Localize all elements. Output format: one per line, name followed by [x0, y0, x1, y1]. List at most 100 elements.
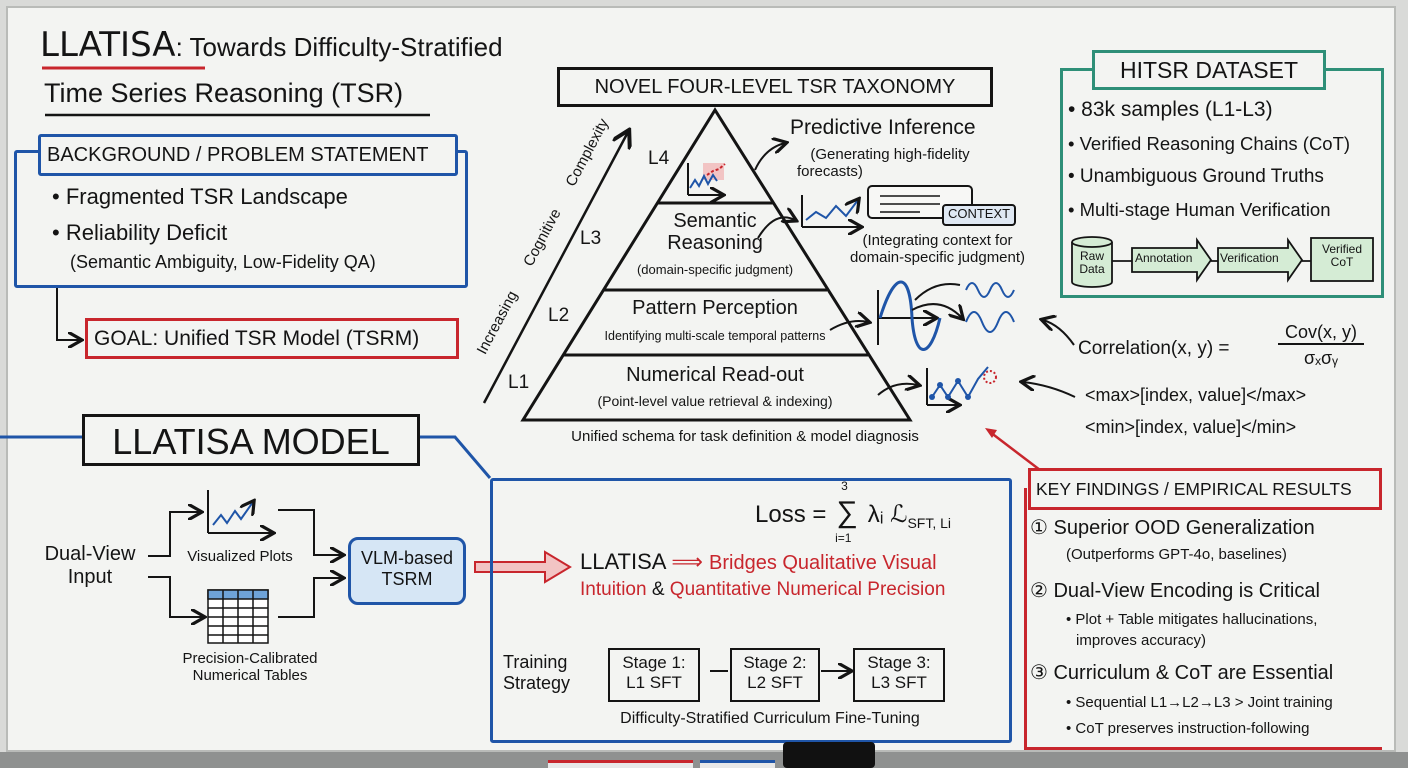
vlm-line: VLM-based [360, 548, 454, 568]
bridge-line-1: LLATISA ⟹ Bridges Qualitative Visual [580, 549, 937, 575]
bridge-part2b: Quantitative Numerical Precision [669, 579, 946, 600]
dataset-bullet: • Unambiguous Ground Truths [1068, 166, 1324, 187]
plots-label: Visualized Plots [187, 548, 293, 565]
finding-1-note: (Outperforms GPT-4o, baselines) [1066, 546, 1287, 563]
level-l2-sub: Identifying multi-scale temporal pattern… [604, 329, 826, 343]
stage-3-box: Stage 3:L3 SFT [853, 648, 945, 702]
level-tag-l3: L3 [580, 228, 602, 249]
level-tag-l2: L2 [548, 305, 570, 326]
level-l1-title: Numerical Read-out [626, 364, 804, 386]
level-l2-title: Pattern Perception [632, 297, 798, 319]
bridge-name: LLATISA [580, 549, 666, 574]
level-tag-l1: L1 [508, 372, 530, 393]
dataset-bullet: • Verified Reasoning Chains (CoT) [1068, 133, 1351, 154]
finding-1-title: ① Superior OOD Generalization [1030, 517, 1315, 539]
pipeline-line: Verified [1321, 242, 1363, 256]
stage-line: Stage 1: [622, 653, 686, 672]
correlation-denominator: σₓσᵧ [1304, 348, 1338, 368]
level-tag-l4: L4 [648, 148, 670, 169]
wave-pattern-icon [877, 280, 1015, 351]
background-note: (Semantic Ambiguity, Low-Fidelity QA) [70, 252, 376, 272]
level-l1-sub: (Point-level value retrieval & indexing) [597, 393, 833, 409]
title-rest: : Towards Difficulty-Stratified [175, 32, 503, 62]
loss-sub: SFT, Li [907, 514, 952, 531]
training-caption: Difficulty-Stratified Curriculum Fine-Tu… [620, 710, 920, 727]
loss-prefix: Loss = [755, 501, 827, 528]
l4-side-title: Predictive Inference [790, 116, 976, 139]
sum-lower: i=1 [835, 531, 852, 545]
stage-2-box: Stage 2:L2 SFT [730, 648, 820, 702]
tables-label-line: Numerical Tables [192, 667, 308, 685]
background-heading: BACKGROUND / PROBLEM STATEMENT [38, 134, 458, 176]
blue-marker[interactable] [700, 760, 775, 768]
pipeline-line: Raw [1079, 249, 1104, 263]
vlm-line: TSRM [381, 568, 433, 589]
stage-line: Stage 3: [867, 653, 931, 672]
stage-line: Stage 2: [743, 653, 807, 672]
background-bullet: • Fragmented TSR Landscape [52, 184, 348, 209]
min-tag-format: <min>[index, value]</min> [1085, 417, 1297, 437]
l3-note-line: domain-specific judgment) [849, 249, 1026, 267]
tables-label-line: Precision-Calibrated [182, 650, 318, 667]
finding-3-title: ③ Curriculum & CoT are Essential [1030, 662, 1334, 684]
pipeline-verification: Verification [1220, 251, 1279, 265]
finding-2-title: ② Dual-View Encoding is Critical [1030, 580, 1320, 602]
stage-line: L3 SFT [871, 672, 927, 692]
finding-3-note: • Sequential L1→L2→L3 > Joint training [1066, 694, 1333, 711]
sum-upper: 3 [841, 479, 848, 493]
forecast-chart-icon [687, 163, 725, 195]
background-bullet: • Reliability Deficit [52, 220, 228, 245]
level-l3-sub: (domain-specific judgment) [636, 262, 794, 277]
dataset-heading: HITSR DATASET [1092, 50, 1326, 90]
dataset-bullet: • Multi-stage Human Verification [1068, 199, 1331, 220]
stage-line: L1 SFT [626, 672, 682, 692]
finding-2-note: • Plot + Table mitigates hallucinations, [1066, 611, 1318, 628]
bridge-part1: Bridges Qualitative Visual [709, 552, 937, 574]
page-subtitle: Time Series Reasoning (TSR) [44, 78, 404, 108]
eraser[interactable] [783, 742, 875, 768]
loss-term: λᵢ ℒ [867, 501, 908, 528]
findings-heading: KEY FINDINGS / EMPIRICAL RESULTS [1028, 468, 1382, 510]
bridge-amp: & [651, 579, 665, 600]
model-detail-panel [490, 478, 1012, 743]
context-badge: CONTEXT [942, 204, 1016, 226]
bridge-line-2: Intuition & Quantitative Numerical Preci… [580, 579, 945, 601]
bridge-part2a: Intuition [580, 579, 647, 600]
dataset-bullet: • 83k samples (L1-L3) [1068, 98, 1273, 121]
training-line: Training [503, 652, 568, 672]
finding-2-note: improves accuracy) [1076, 632, 1207, 649]
l4-note-line: (Generating high-fidelity [810, 146, 970, 163]
goal-box: GOAL: Unified TSR Model (TSRM) [85, 318, 459, 359]
l3-note-line: (Integrating context for [862, 232, 1013, 249]
dual-view-line: Dual-View [44, 543, 136, 565]
red-marker[interactable] [548, 760, 693, 768]
pipeline-line: Data [1079, 262, 1105, 277]
l3-title-line: Semantic [673, 210, 757, 232]
stage-1-box: Stage 1:L1 SFT [608, 648, 700, 702]
dual-view-line: Input [67, 566, 113, 588]
l3-title-line: Reasoning [667, 232, 763, 254]
page-title: LLATISA: Towards Difficulty-Stratified [40, 25, 503, 65]
model-heading: LLATISA MODEL [82, 414, 420, 466]
findings-panel [1024, 488, 1382, 750]
correlation-numerator: Cov(x, y) [1278, 322, 1364, 345]
table-icon [207, 589, 269, 644]
training-line: Strategy [503, 672, 571, 693]
finding-3-note: • CoT preserves instruction-following [1066, 720, 1310, 737]
brand-name: LLATISA [40, 25, 176, 65]
pipeline-line: CoT [1330, 255, 1354, 270]
taxonomy-heading: NOVEL FOUR-LEVEL TSR TAXONOMY [557, 67, 993, 107]
taxonomy-footer: Unified schema for task definition & mod… [571, 428, 919, 445]
